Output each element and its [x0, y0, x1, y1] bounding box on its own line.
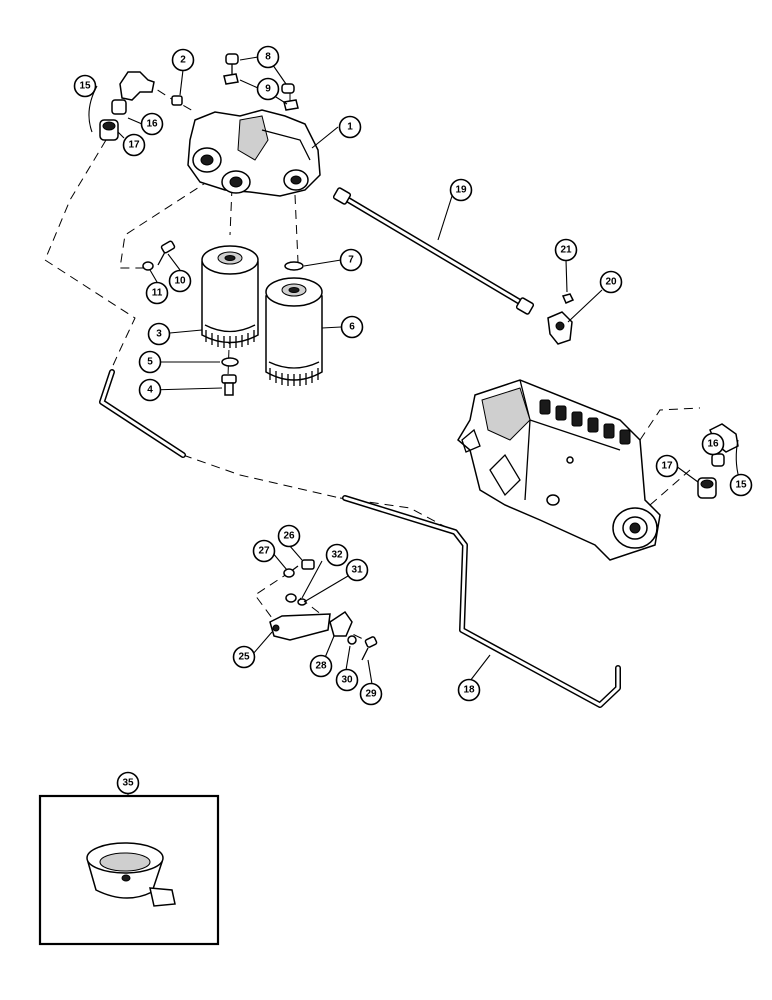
leader-lines	[88, 56, 740, 796]
callout-16-right: 16	[701, 432, 725, 456]
callout-6: 6	[340, 315, 364, 339]
svg-text:11: 11	[152, 288, 163, 299]
callout-4: 4	[138, 378, 162, 402]
callout-8: 8	[256, 45, 280, 69]
assembly-dashed-lines	[44, 81, 701, 641]
callout-18: 18	[457, 678, 481, 702]
callout-27: 27	[252, 539, 276, 563]
svg-text:31: 31	[351, 565, 363, 576]
callout-19: 19	[449, 178, 473, 202]
fuel-line-19	[332, 187, 535, 315]
svg-text:21: 21	[560, 245, 572, 256]
svg-text:4: 4	[147, 385, 153, 396]
callout-29: 29	[359, 682, 383, 706]
svg-text:9: 9	[265, 84, 271, 95]
svg-text:30: 30	[341, 675, 353, 686]
svg-text:5: 5	[147, 357, 153, 368]
bolt-10-washer-11	[142, 240, 176, 271]
callout-17-left: 17	[122, 133, 146, 157]
o-ring-5	[221, 357, 239, 367]
svg-text:25: 25	[238, 652, 250, 663]
svg-text:32: 32	[331, 550, 343, 561]
svg-text:15: 15	[79, 81, 91, 92]
plug-2	[171, 95, 183, 106]
svg-text:17: 17	[128, 140, 140, 151]
o-ring-7	[284, 261, 304, 271]
filter-head	[187, 109, 321, 197]
callout-20: 20	[599, 270, 623, 294]
elbow-fitting-right	[697, 423, 739, 499]
callout-10: 10	[168, 269, 192, 293]
callout-25: 25	[232, 645, 256, 669]
return-tube-18	[99, 369, 621, 708]
svg-text:1: 1	[347, 122, 353, 133]
svg-text:27: 27	[258, 546, 270, 557]
svg-text:6: 6	[349, 322, 355, 333]
callout-9: 9	[256, 77, 280, 101]
callout-16-left: 16	[140, 112, 164, 136]
callout-1: 1	[338, 115, 362, 139]
svg-text:26: 26	[283, 531, 295, 542]
svg-text:29: 29	[365, 689, 377, 700]
washer-9	[223, 73, 299, 111]
callout-15-left: 15	[73, 74, 97, 98]
svg-text:20: 20	[605, 277, 617, 288]
callout-32: 32	[325, 543, 349, 567]
callout-15-right: 15	[729, 473, 753, 497]
inset-box	[38, 794, 220, 946]
filter-cartridge-3	[201, 245, 259, 348]
filter-cartridge-6	[265, 277, 323, 386]
callout-17-right: 17	[655, 454, 679, 478]
callout-3: 3	[147, 322, 171, 346]
callout-2: 2	[171, 48, 195, 72]
washer-27	[283, 568, 295, 578]
callout-26: 26	[277, 524, 301, 548]
callout-30: 30	[335, 668, 359, 692]
screw-8	[225, 53, 295, 94]
nut-21	[561, 293, 575, 304]
drip-pan-35	[86, 842, 176, 907]
svg-text:7: 7	[348, 255, 354, 266]
callout-11: 11	[145, 281, 169, 305]
svg-text:2: 2	[180, 55, 186, 66]
injection-pump	[457, 379, 661, 561]
banjo-fitting-20	[547, 311, 573, 345]
callout-31: 31	[345, 558, 369, 582]
svg-text:3: 3	[156, 329, 162, 340]
elbow-fitting-left	[99, 71, 155, 141]
svg-text:8: 8	[265, 52, 271, 63]
drain-plug-4	[221, 374, 237, 396]
svg-text:16: 16	[146, 119, 158, 130]
svg-text:19: 19	[455, 185, 467, 196]
svg-text:16: 16	[707, 439, 719, 450]
svg-text:18: 18	[463, 685, 475, 696]
callout-28: 28	[309, 654, 333, 678]
svg-text:35: 35	[122, 778, 134, 789]
svg-text:10: 10	[174, 276, 186, 287]
bracket-25	[269, 613, 331, 641]
callout-7: 7	[339, 248, 363, 272]
clamp-28	[329, 610, 353, 637]
callout-35: 35	[116, 771, 140, 795]
callout-21: 21	[554, 238, 578, 262]
svg-text:28: 28	[315, 661, 327, 672]
bolt-29-washer-30	[347, 635, 378, 661]
svg-text:17: 17	[661, 461, 673, 472]
washer-32-nut-31	[285, 593, 307, 606]
svg-text:15: 15	[735, 480, 747, 491]
callout-5: 5	[138, 350, 162, 374]
